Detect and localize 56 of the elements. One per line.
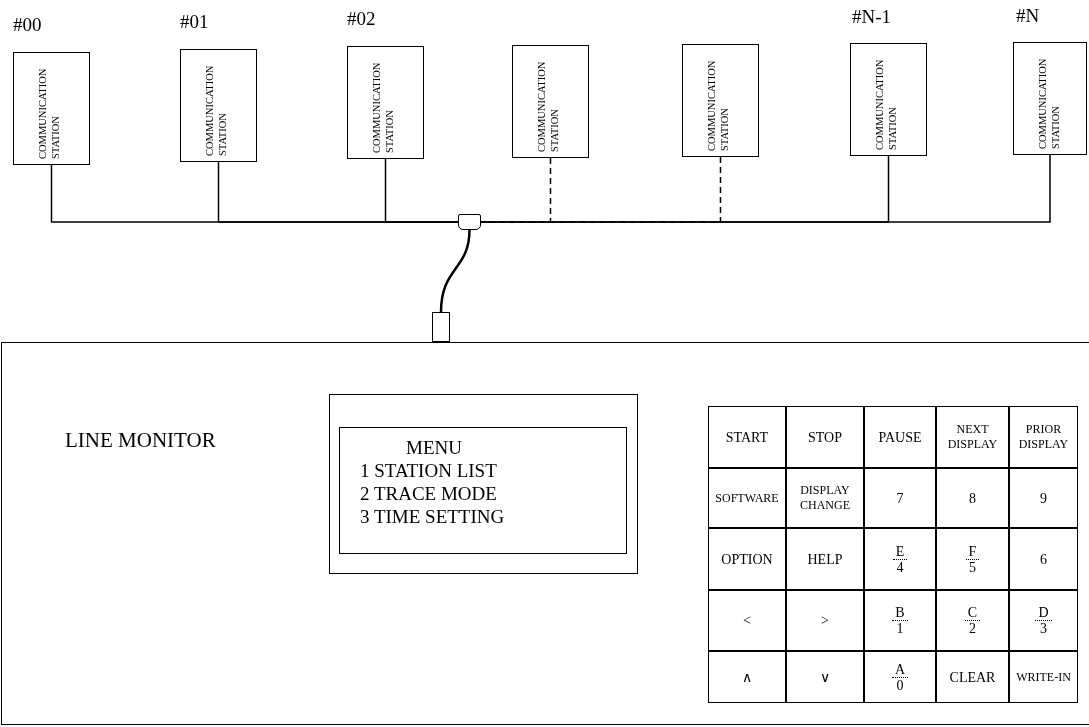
keypad-key: PRIOR DISPLAY <box>1009 406 1078 468</box>
station-box <box>180 49 257 162</box>
keypad-key: 8 <box>936 468 1009 528</box>
display-bezel <box>329 394 638 574</box>
keypad-key: STOP <box>786 406 864 468</box>
keypad-key: START <box>708 406 786 468</box>
keypad-key: > <box>786 590 864 651</box>
keypad-key: E 4 <box>864 528 936 590</box>
keypad-key: OPTION <box>708 528 786 590</box>
menu-title: MENU <box>405 436 462 459</box>
station-number: #01 <box>180 11 209 33</box>
keypad-key: SOFTWARE <box>708 468 786 528</box>
keypad-key: HELP <box>786 528 864 590</box>
keypad-key: DISPLAY CHANGE <box>786 468 864 528</box>
device-title: LINE MONITOR <box>65 428 216 453</box>
station-box <box>512 45 589 158</box>
station-label: COMMUNICATION STATION <box>1036 57 1062 149</box>
keypad-key: A 0 <box>864 651 936 703</box>
keypad-key: ∨ <box>786 651 864 703</box>
bus-connector <box>458 214 481 230</box>
station-label: COMMUNICATION STATION <box>203 64 229 156</box>
menu-item: 1 STATION LIST <box>360 459 497 482</box>
keypad-key: F 5 <box>936 528 1009 590</box>
keypad-key: < <box>708 590 786 651</box>
station-number: #02 <box>347 8 376 30</box>
keypad-key: ∧ <box>708 651 786 703</box>
keypad-key: D 3 <box>1009 590 1078 651</box>
keypad-key: C 2 <box>936 590 1009 651</box>
cable <box>439 229 471 313</box>
station-label: COMMUNICATION STATION <box>535 60 561 152</box>
station-label: COMMUNICATION STATION <box>705 59 731 151</box>
station-box <box>1013 42 1087 155</box>
monitor-panel <box>1 342 1089 725</box>
keypad-key: NEXT DISPLAY <box>936 406 1009 468</box>
station-label: COMMUNICATION STATION <box>873 58 899 150</box>
keypad-key: 9 <box>1009 468 1078 528</box>
station-label: COMMUNICATION STATION <box>36 67 62 159</box>
keypad-key: PAUSE <box>864 406 936 468</box>
keypad-key: WRITE-IN <box>1009 651 1078 703</box>
keypad-key: 7 <box>864 468 936 528</box>
display-screen <box>339 427 627 554</box>
station-box <box>682 44 759 157</box>
station-number: #N <box>1016 5 1040 27</box>
menu-item: 3 TIME SETTING <box>360 505 505 528</box>
cable-plug <box>432 312 450 342</box>
keypad-key: B 1 <box>864 590 936 651</box>
keypad-key: CLEAR <box>936 651 1009 703</box>
menu-item: 2 TRACE MODE <box>360 482 497 505</box>
station-box <box>850 43 927 156</box>
keypad-key: 6 <box>1009 528 1078 590</box>
station-number: #00 <box>13 14 42 36</box>
bus-line <box>384 158 459 223</box>
station-number: #N-1 <box>852 6 892 28</box>
station-label: COMMUNICATION STATION <box>370 61 396 153</box>
station-box <box>347 46 424 159</box>
station-box <box>13 52 90 165</box>
